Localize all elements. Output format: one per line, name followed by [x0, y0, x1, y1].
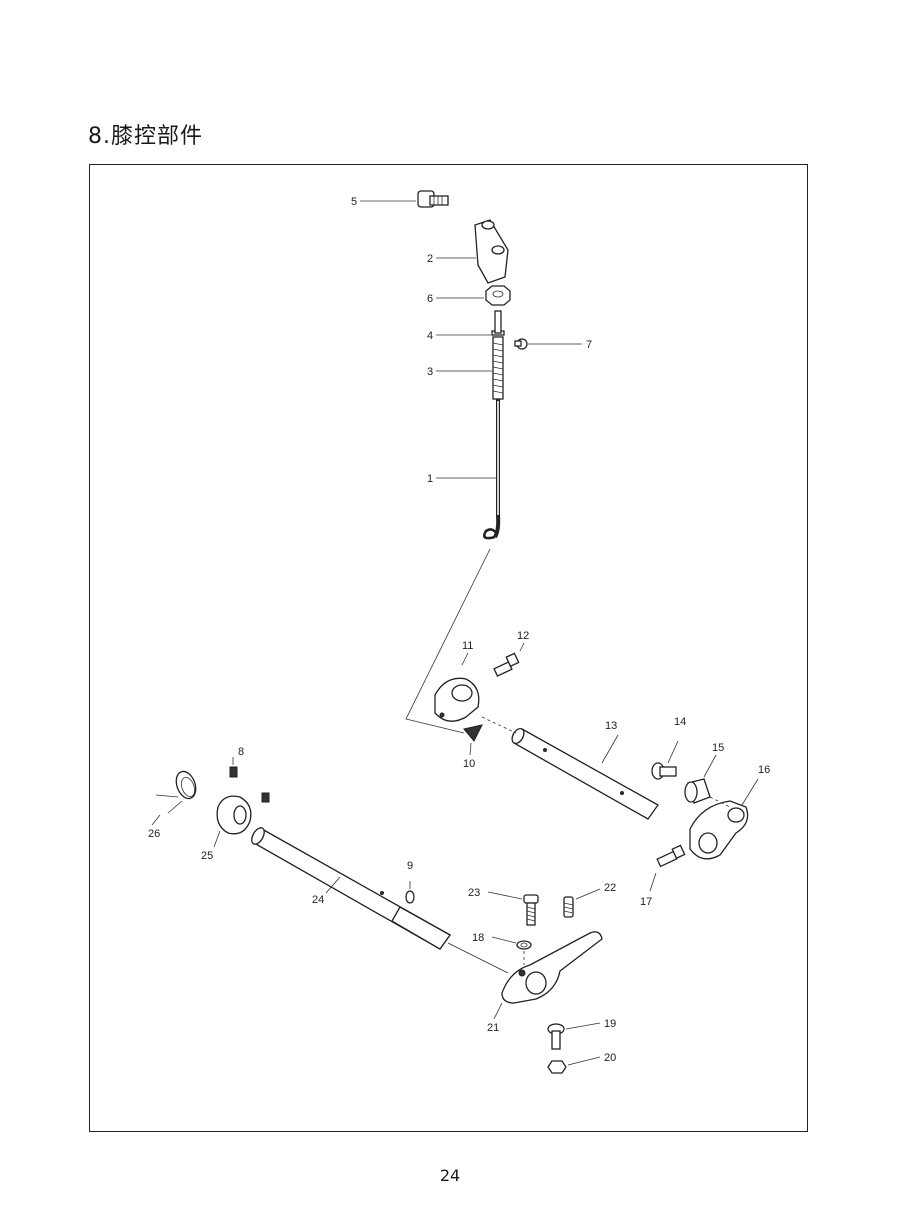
part-9-ring	[405, 890, 415, 904]
part-14-screw	[651, 762, 677, 780]
part-26-spring	[155, 770, 197, 814]
callout-25: 25	[201, 850, 213, 862]
part-17-screw	[656, 844, 686, 868]
part-24-shaft	[251, 827, 451, 950]
leader-14	[667, 740, 679, 764]
callout-16: 16	[758, 764, 770, 776]
callout-12: 12	[517, 630, 529, 642]
leader-24	[325, 876, 341, 894]
callout-11: 11	[462, 640, 473, 652]
leader-11	[461, 652, 469, 666]
part-7-screw	[514, 338, 528, 350]
leader-10	[469, 742, 472, 756]
part-16-crank	[689, 796, 749, 860]
callout-4: 4	[427, 330, 433, 342]
leader-20	[567, 1056, 601, 1066]
leader-18	[491, 936, 517, 944]
callout-9: 9	[407, 860, 413, 872]
part-25-collar	[216, 795, 252, 835]
exploded-parts-diagram: 5 2 6 4 7 3 1 11 12 10 13 14 15 16 17 8 …	[148, 190, 770, 1074]
part-5-screw	[417, 190, 449, 208]
callout-19: 19	[604, 1018, 616, 1030]
part-10-screw	[463, 724, 483, 742]
callout-3: 3	[427, 366, 433, 378]
leader-26	[151, 814, 161, 826]
assembly-line-24	[447, 942, 509, 974]
part-1-rod	[483, 399, 501, 540]
callout-8: 8	[238, 746, 244, 758]
leader-13	[601, 734, 619, 764]
callout-18: 18	[472, 932, 484, 944]
part-8-setscrew	[229, 766, 270, 803]
part-6-nut	[485, 285, 511, 306]
part-3-thread	[492, 310, 504, 400]
page-number: 24	[439, 1166, 461, 1185]
part-15-bushing	[684, 778, 711, 804]
callout-15: 15	[712, 742, 724, 754]
leader-25	[213, 830, 221, 848]
part-20-nut	[547, 1060, 567, 1074]
callout-21: 21	[487, 1022, 499, 1034]
part-19-screw	[547, 1023, 565, 1050]
part-21-lever	[501, 931, 603, 1004]
diagram-frame: 5 2 6 4 7 3 1 11 12 10 13 14 15 16 17 8 …	[89, 164, 808, 1132]
leader-22	[575, 888, 601, 900]
part-23-screw	[523, 894, 539, 926]
callout-13: 13	[605, 720, 617, 732]
callout-10: 10	[463, 758, 475, 770]
callout-14: 14	[674, 716, 686, 728]
leader-15	[703, 754, 717, 778]
page-title: 8.膝控部件	[88, 124, 203, 149]
assembly-line-hook	[405, 548, 491, 734]
leader-19	[565, 1022, 601, 1030]
part-13-shaft	[481, 716, 659, 820]
part-11-cam	[434, 677, 480, 722]
part-18-washer	[516, 940, 532, 950]
callout-23: 23	[468, 887, 480, 899]
leader-17	[649, 872, 657, 892]
part-2-bracket	[474, 219, 509, 284]
leader-16	[741, 778, 759, 806]
part-12-screw	[493, 652, 520, 677]
leader-23	[487, 891, 523, 900]
callout-20: 20	[604, 1052, 616, 1064]
callout-7: 7	[586, 339, 592, 351]
callout-2: 2	[427, 253, 433, 265]
callout-26: 26	[148, 828, 160, 840]
callout-24: 24	[312, 894, 324, 906]
callout-22: 22	[604, 882, 616, 894]
callout-1: 1	[427, 473, 433, 485]
callout-6: 6	[427, 293, 433, 305]
leader-21	[493, 1002, 503, 1020]
part-22-screw	[563, 896, 574, 918]
leader-12	[519, 642, 525, 652]
callout-17: 17	[640, 896, 652, 908]
callout-5: 5	[351, 196, 357, 208]
